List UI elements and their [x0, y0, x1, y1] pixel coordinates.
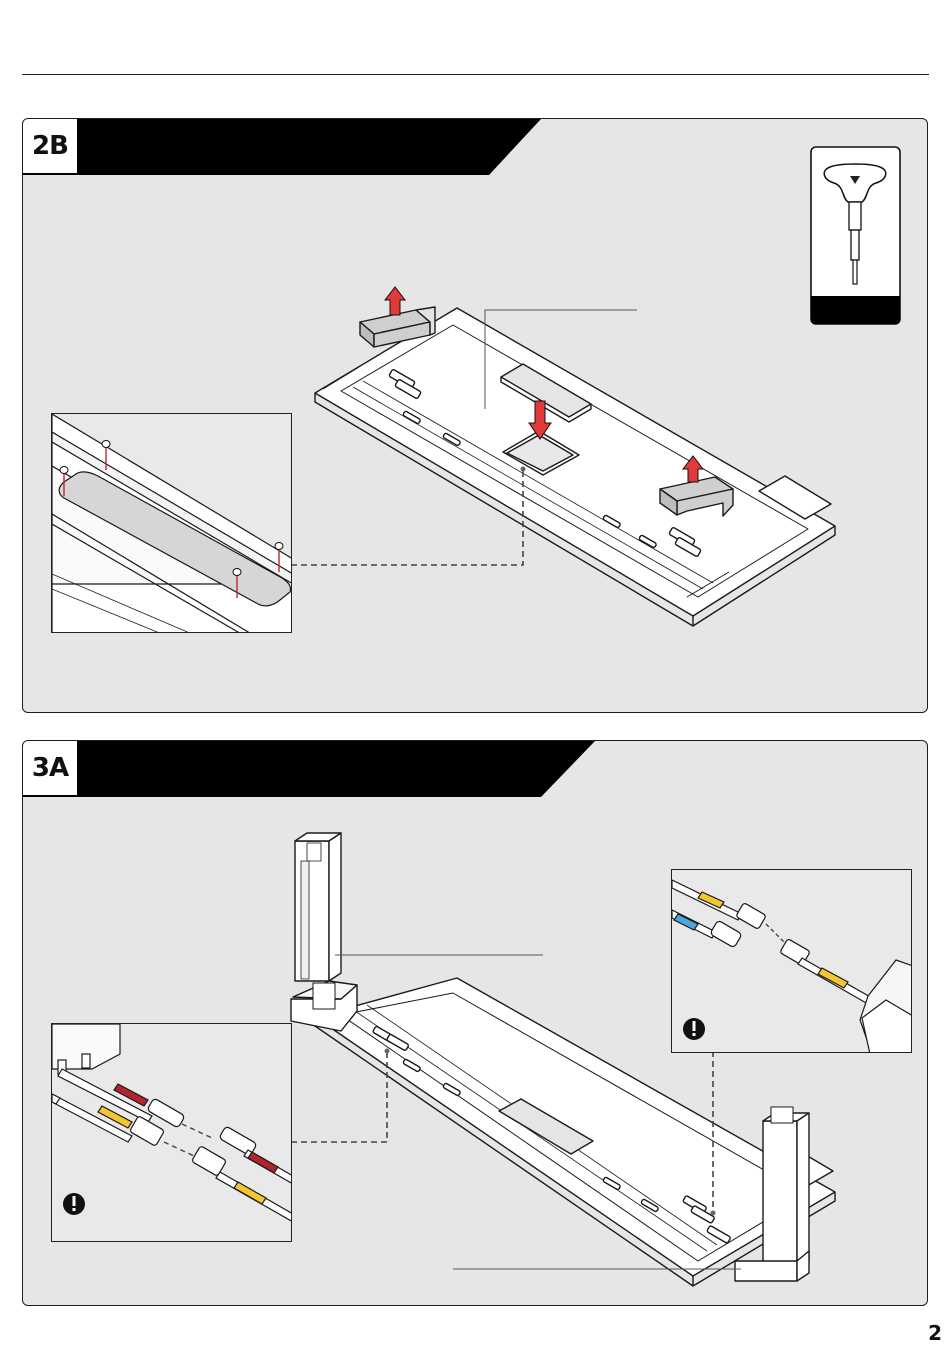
page-number: 2	[928, 1321, 942, 1345]
header-rule	[22, 74, 929, 75]
exclamation-icon	[683, 1018, 705, 1040]
cover-plate-detail	[52, 414, 292, 633]
exclamation-icon	[63, 1193, 85, 1215]
screw-detail-inset	[51, 413, 292, 633]
cable-detail-inset-right	[671, 869, 912, 1053]
step-2b-panel: 2B	[22, 118, 928, 713]
cable-detail-inset-left	[51, 1023, 292, 1242]
power-cable-detail	[672, 870, 912, 1053]
cable-connection-detail	[52, 1024, 292, 1242]
step-3a-panel: 3A	[22, 740, 928, 1306]
